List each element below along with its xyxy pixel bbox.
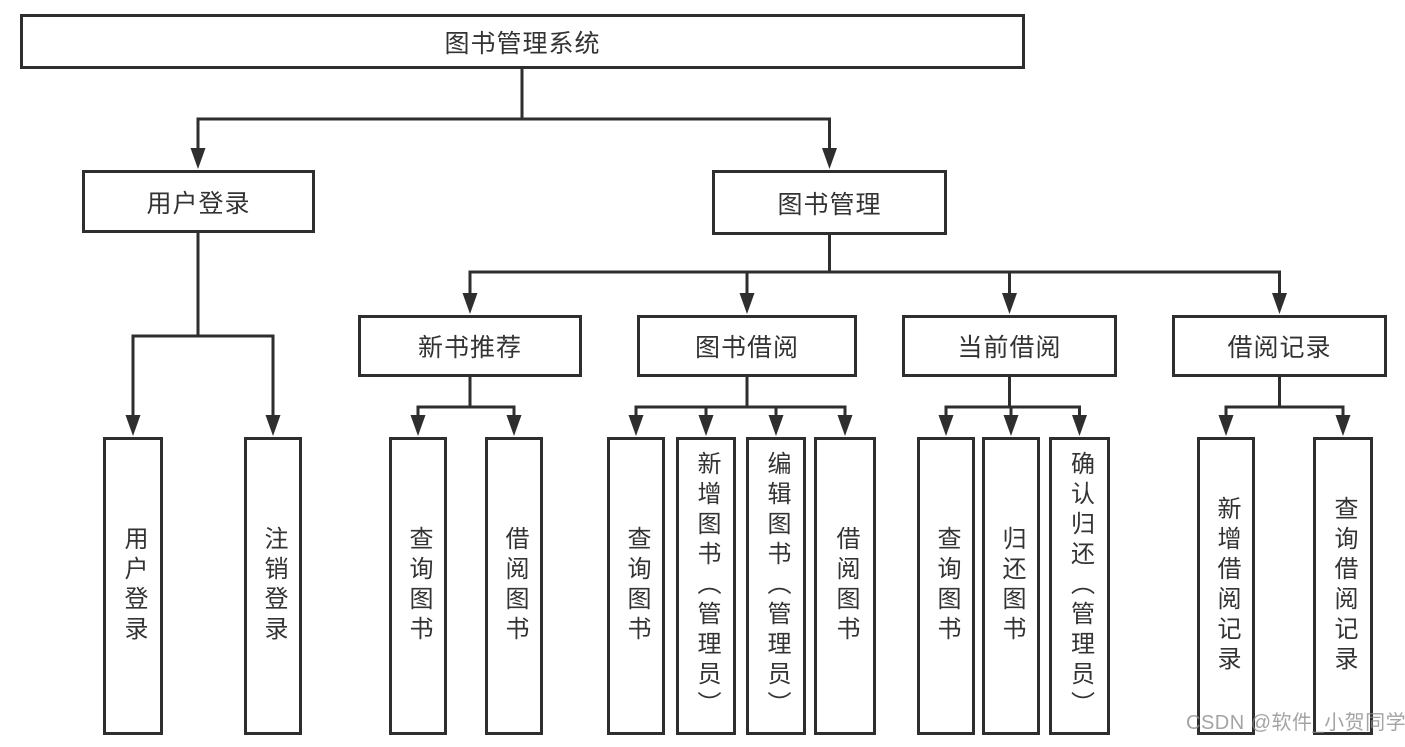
node-book-borrow: 图书借阅 (637, 315, 857, 377)
node-borrow-records: 借阅记录 (1172, 315, 1387, 377)
node-library-management-system: 图书管理系统 (20, 14, 1025, 69)
leaf-confirm-return-admin: 确认归还（管理员） (1049, 437, 1110, 735)
leaf-add-borrow-record: 新增借阅记录 (1197, 437, 1255, 735)
node-book-management: 图书管理 (712, 170, 947, 235)
leaf-edit-book-admin: 编辑图书（管理员） (746, 437, 806, 735)
node-user-login: 用户登录 (82, 170, 315, 233)
node-current-borrow: 当前借阅 (902, 315, 1117, 377)
leaf-borrow-books-recommend: 借阅图书 (485, 437, 543, 735)
node-new-book-recommend: 新书推荐 (358, 315, 582, 377)
csdn-watermark: CSDN @软件_小贺同学 (1186, 712, 1405, 734)
leaf-add-book-admin: 新增图书（管理员） (676, 437, 736, 735)
leaf-borrow-books: 借阅图书 (814, 437, 876, 735)
leaf-query-books-recommend: 查询图书 (389, 437, 447, 735)
leaf-query-borrow-record: 查询借阅记录 (1313, 437, 1373, 735)
leaf-return-book: 归还图书 (982, 437, 1040, 735)
leaf-query-books-borrow: 查询图书 (607, 437, 665, 735)
leaf-query-books-current: 查询图书 (917, 437, 975, 735)
leaf-user-login: 用户登录 (103, 437, 163, 735)
leaf-logout: 注销登录 (244, 437, 302, 735)
